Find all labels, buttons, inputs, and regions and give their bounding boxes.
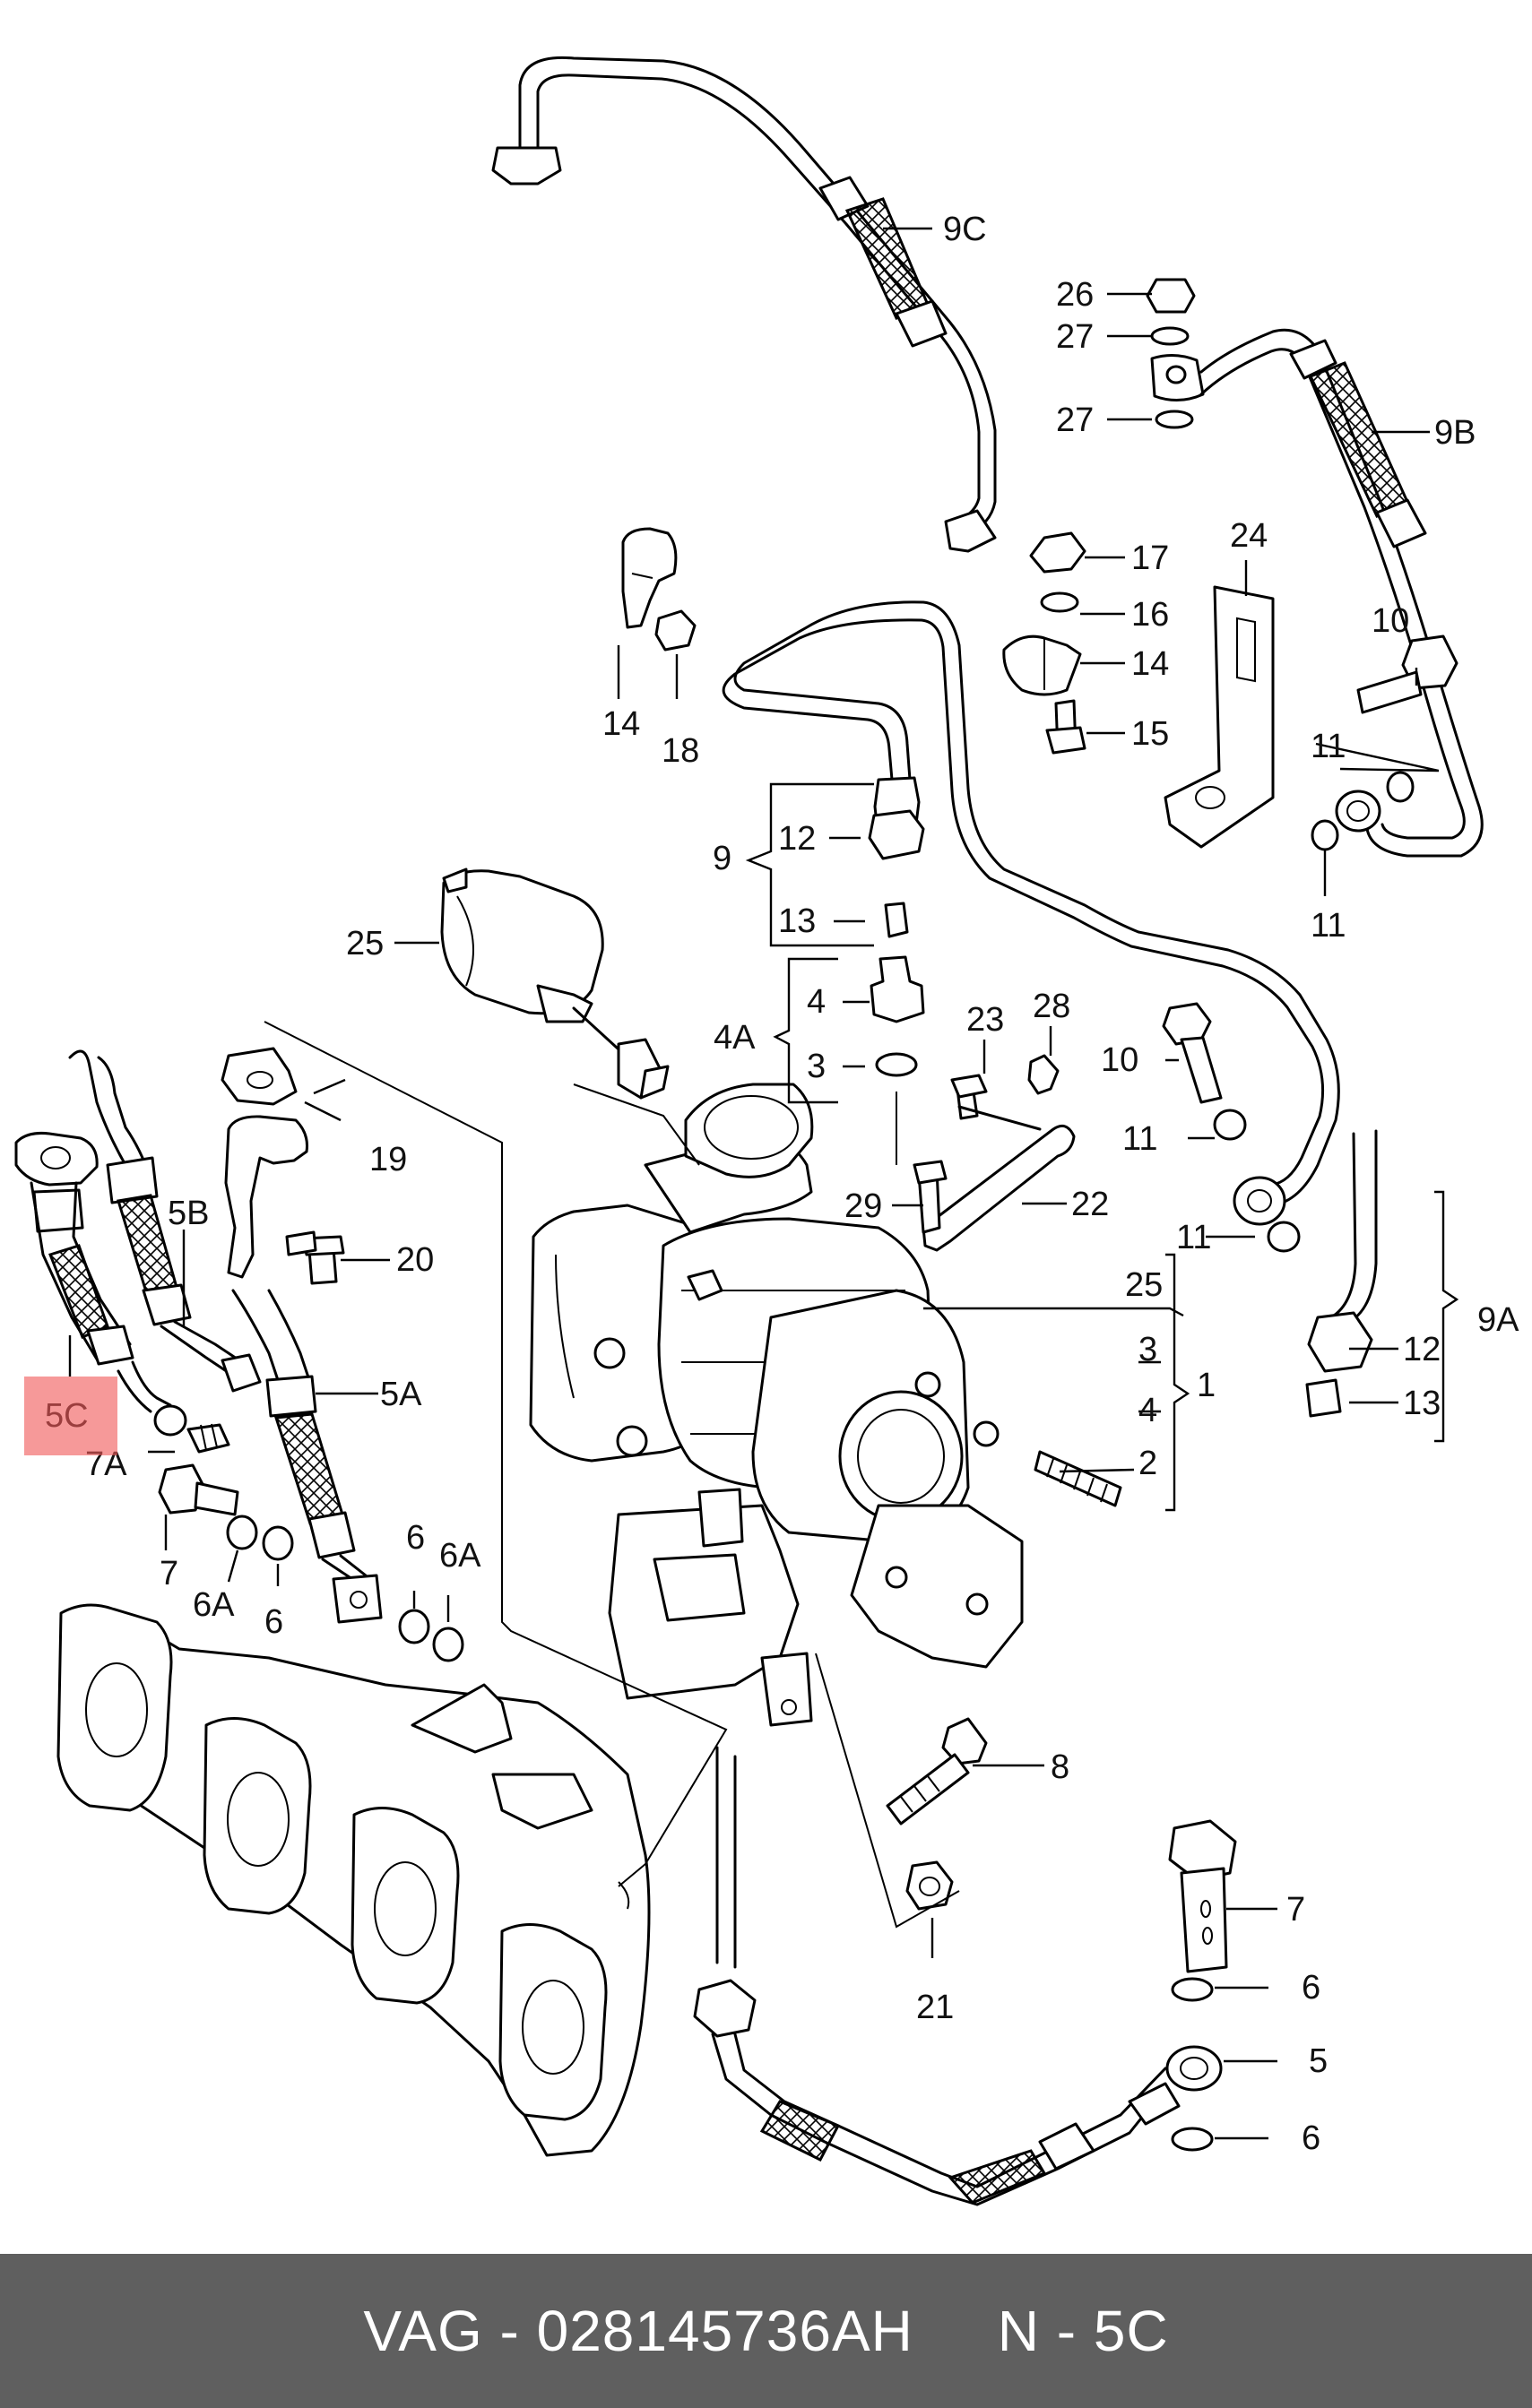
label-4a: 4A bbox=[714, 1019, 756, 1057]
highlight-box bbox=[24, 1377, 117, 1455]
label-13a: 13 bbox=[778, 902, 816, 940]
label-11b: 11 bbox=[1311, 907, 1346, 945]
bracket-24 bbox=[1164, 585, 1275, 849]
label-6a: 6 bbox=[406, 1519, 425, 1557]
label-19: 19 bbox=[369, 1141, 407, 1178]
gasket-19 bbox=[285, 1230, 317, 1256]
label-14a: 14 bbox=[1131, 645, 1169, 683]
label-24: 24 bbox=[1230, 517, 1268, 555]
label-6ab: 6A bbox=[193, 1586, 235, 1624]
label-10a: 10 bbox=[1372, 602, 1409, 640]
label-5: 5 bbox=[1309, 2042, 1328, 2080]
label-6c: 6 bbox=[1302, 1969, 1320, 2007]
label-17: 17 bbox=[1131, 539, 1169, 577]
label-14b: 14 bbox=[602, 705, 640, 743]
turbocharger-1 bbox=[529, 1083, 1024, 1669]
label-11d: 11 bbox=[1176, 1219, 1211, 1256]
label-29: 29 bbox=[844, 1187, 882, 1225]
label-28: 28 bbox=[1033, 988, 1070, 1025]
label-3: 3 bbox=[807, 1048, 826, 1085]
label-26: 26 bbox=[1056, 276, 1094, 314]
oil-drain-pipe-lower bbox=[693, 1746, 1181, 2206]
bolts-6-7 bbox=[158, 1463, 464, 1662]
label-6aa: 6A bbox=[439, 1537, 481, 1575]
oil-pipe-9c bbox=[491, 56, 997, 553]
label-4: 4 bbox=[807, 983, 826, 1021]
label-13b: 13 bbox=[1403, 1385, 1441, 1422]
label-5b: 5B bbox=[168, 1195, 209, 1232]
label-11a: 11 bbox=[1311, 728, 1346, 765]
leader-lines bbox=[68, 227, 1459, 2140]
label-5a: 5A bbox=[380, 1376, 422, 1413]
part-number-footer: VAG - 028145736AH N - 5C bbox=[0, 2254, 1532, 2408]
label-9c: 9C bbox=[943, 211, 987, 248]
label-11c: 11 bbox=[1122, 1120, 1157, 1158]
label-15: 15 bbox=[1131, 715, 1169, 753]
label-16: 16 bbox=[1131, 596, 1169, 634]
label-23: 23 bbox=[966, 1001, 1004, 1039]
reference-lines bbox=[264, 1021, 960, 1929]
oil-return-pipes-5 bbox=[14, 1047, 383, 1624]
label-21: 21 bbox=[916, 1989, 954, 2026]
clamp-14-18 bbox=[621, 527, 697, 652]
banjo-group-26-27 bbox=[1146, 278, 1205, 429]
parts-14-17 bbox=[1002, 531, 1086, 755]
banjo-bolt-group bbox=[1165, 1819, 1237, 2152]
label-18: 18 bbox=[662, 732, 699, 770]
linkage-22-23-28-29 bbox=[913, 1054, 1076, 1252]
label-25a: 25 bbox=[346, 925, 384, 962]
bolt-8-nut-21 bbox=[886, 1717, 988, 1911]
label-7a: 7 bbox=[160, 1555, 178, 1592]
turbo-flange bbox=[608, 1488, 813, 1727]
label-27b: 27 bbox=[1056, 401, 1094, 439]
label-20: 20 bbox=[396, 1241, 434, 1279]
oil-pipe-9b bbox=[1199, 328, 1484, 858]
wastegate-actuator-25 bbox=[440, 867, 670, 1100]
label-22: 22 bbox=[1071, 1186, 1109, 1223]
label-1: 1 bbox=[1197, 1367, 1216, 1404]
parts-9a-10-11-12-13 bbox=[1162, 634, 1458, 1418]
label-9a: 9A bbox=[1477, 1301, 1519, 1339]
fittings-3-4-12-13 bbox=[868, 809, 925, 1077]
footer-text: VAG - 028145736AH N - 5C bbox=[363, 2299, 1169, 2363]
label-8: 8 bbox=[1051, 1748, 1069, 1786]
label-25b: 25 bbox=[1125, 1266, 1163, 1304]
label-9b: 9B bbox=[1434, 414, 1476, 452]
parts-diagram: 9C2627279B24171614151014181111912132544A… bbox=[14, 56, 1519, 2206]
label-9: 9 bbox=[713, 840, 731, 877]
label-12b: 12 bbox=[1403, 1331, 1441, 1368]
label-6d: 6 bbox=[1302, 2119, 1320, 2157]
label-3b: 3 bbox=[1138, 1331, 1157, 1368]
stud-2 bbox=[1034, 1450, 1122, 1507]
label-4b: 4 bbox=[1138, 1392, 1157, 1429]
exhaust-manifold bbox=[56, 1603, 651, 2157]
label-10b: 10 bbox=[1101, 1041, 1138, 1079]
label-12a: 12 bbox=[778, 820, 816, 858]
label-7b: 7 bbox=[1286, 1891, 1305, 1929]
label-27a: 27 bbox=[1056, 318, 1094, 356]
label-2: 2 bbox=[1138, 1445, 1157, 1482]
label-6b: 6 bbox=[264, 1603, 283, 1641]
